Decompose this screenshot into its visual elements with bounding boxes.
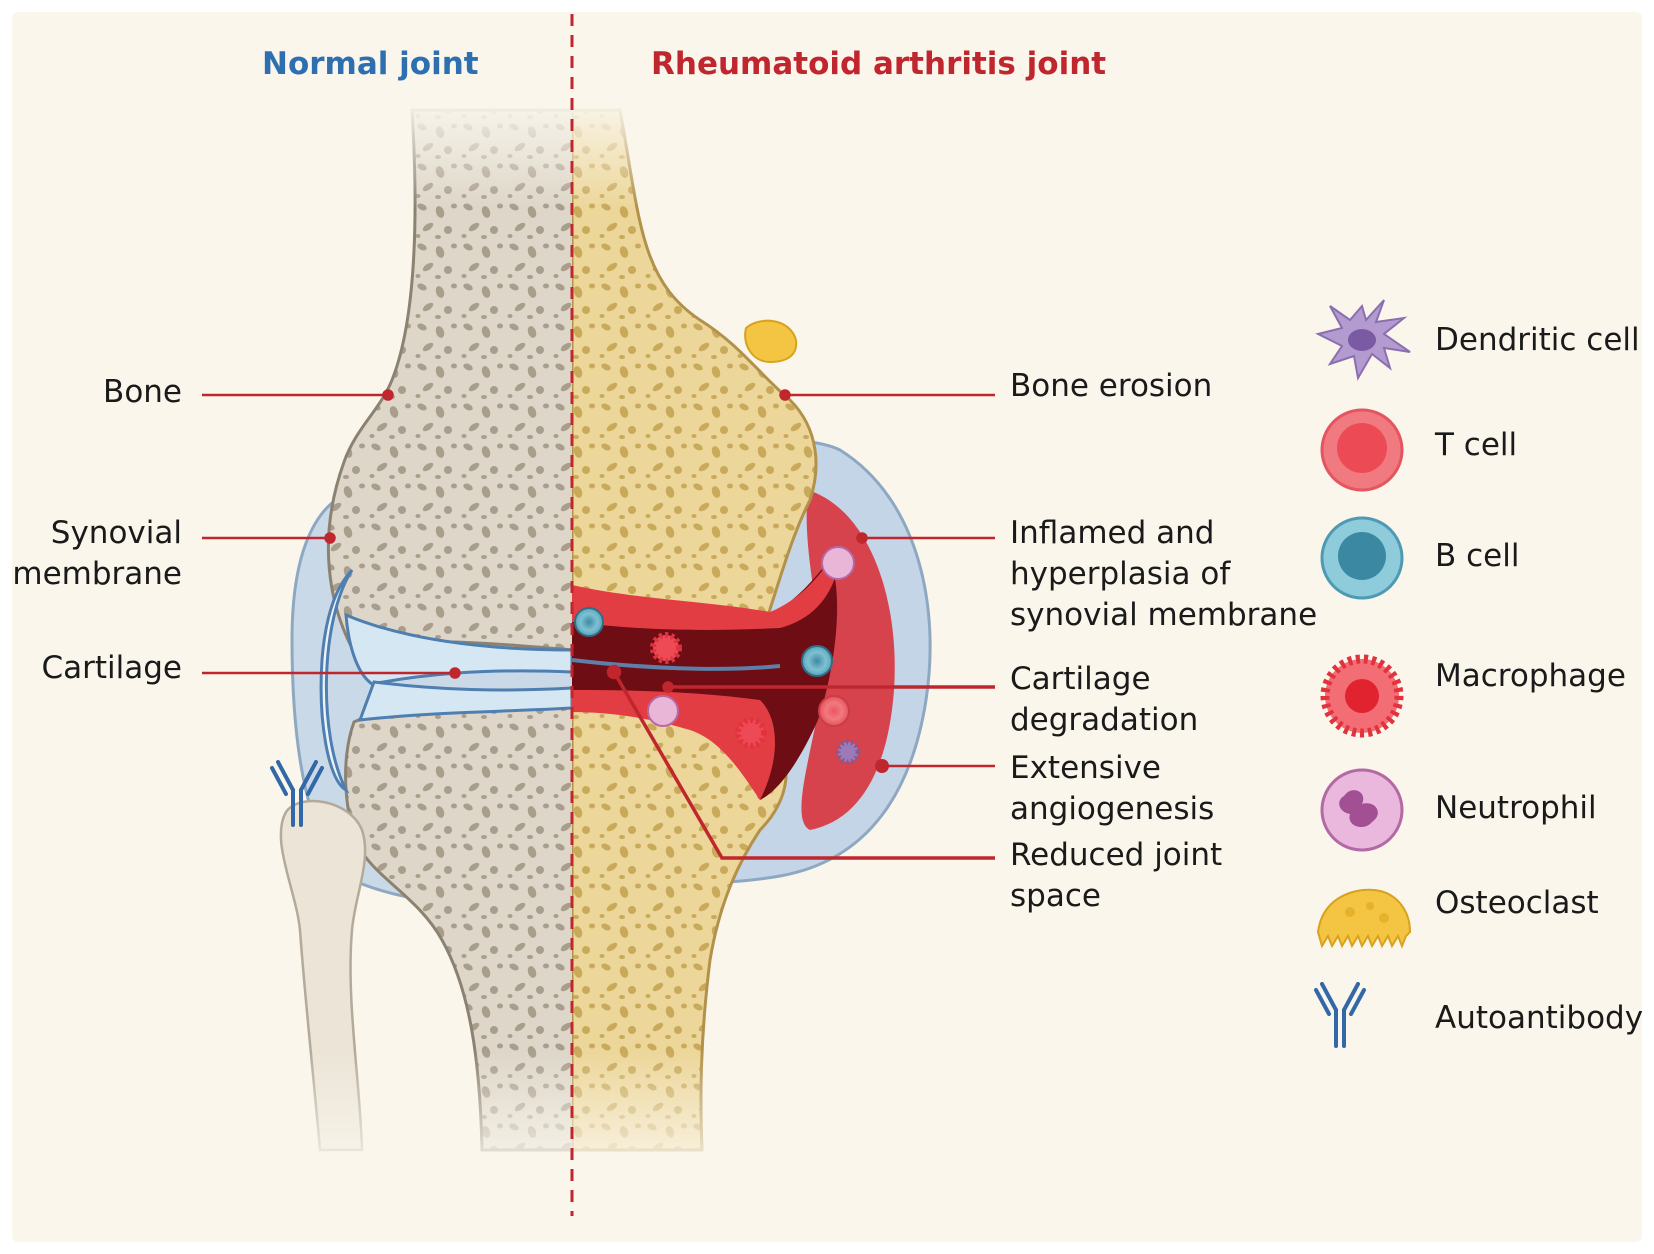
label-inflamed-synovium: Inflamed and hyperplasia of synovial mem… xyxy=(1010,515,1318,633)
autoantibody-icon xyxy=(1314,982,1366,1048)
left-leader-lines xyxy=(202,389,461,679)
t-cell-icon xyxy=(1320,408,1404,492)
label-reduced-joint-space: Reduced joint space xyxy=(1010,837,1223,914)
right-leader-lines xyxy=(606,389,995,860)
legend-label-dendritic-cell: Dendritic cell xyxy=(1435,322,1640,358)
label-synovial-membrane: Synovial membrane xyxy=(12,515,182,592)
label-extensive-angiogenesis: Extensive angiogenesis xyxy=(1010,750,1215,827)
macrophage-icon xyxy=(1320,654,1404,738)
leader-line-reduced-space xyxy=(612,671,995,860)
label-bone-erosion: Bone erosion xyxy=(1010,368,1213,404)
leader-dot-synovial xyxy=(324,532,336,544)
neutrophil-icon xyxy=(1320,768,1404,852)
legend-label-macrophage: Macrophage xyxy=(1435,658,1626,694)
label-bone: Bone xyxy=(103,374,182,410)
legend-label-osteoclast: Osteoclast xyxy=(1435,885,1599,921)
edge-fade xyxy=(260,100,980,1180)
leader-dot-inflamed xyxy=(856,532,868,544)
label-cartilage-degradation: Cartilage degradation xyxy=(1010,661,1199,738)
b-cell-icon xyxy=(1320,516,1404,600)
ra-joint-title: Rheumatoid arthritis joint xyxy=(651,46,1107,82)
leader-dot-bone xyxy=(382,389,394,401)
legend-label-b-cell: B cell xyxy=(1435,538,1520,574)
leader-dot-cartilage xyxy=(449,667,461,679)
osteoclast-icon xyxy=(1316,888,1412,949)
legend-icons xyxy=(1314,299,1412,1048)
label-cartilage: Cartilage xyxy=(41,650,182,686)
legend-label-t-cell: T cell xyxy=(1435,427,1518,463)
legend-label-neutrophil: Neutrophil xyxy=(1435,790,1597,826)
legend-label-autoantibody: Autoantibody xyxy=(1435,1000,1644,1036)
leader-dot-cartilage-degradation xyxy=(662,681,674,693)
leader-dot-bone-erosion xyxy=(779,389,791,401)
leader-dot-reduced-space xyxy=(606,664,622,680)
dendritic-cell-icon xyxy=(1315,299,1411,381)
normal-joint-title: Normal joint xyxy=(262,46,479,82)
